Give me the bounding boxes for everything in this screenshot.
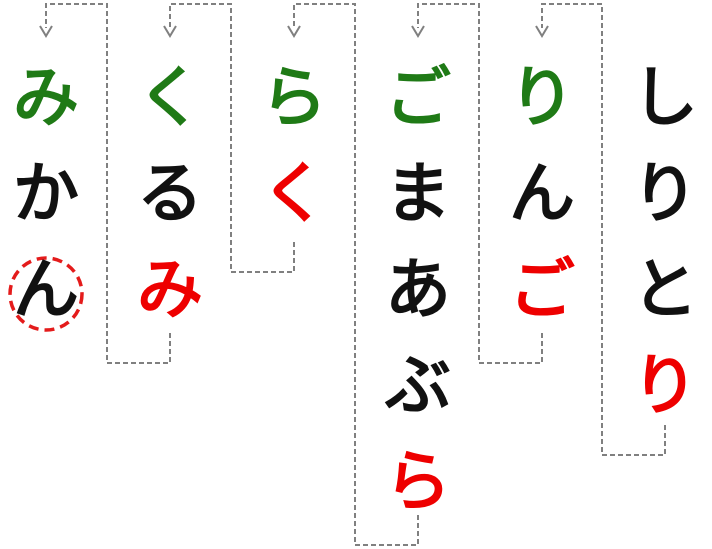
word-1-char-1: し	[632, 59, 698, 136]
word-2-char-3: ご	[509, 251, 575, 328]
word-4-char-1: ら	[261, 59, 327, 136]
word-3-char-1: ご	[385, 59, 451, 136]
word-1-char-4: り	[632, 347, 698, 424]
word-2-char-1: り	[509, 59, 575, 136]
connector-arrow-2	[411, 25, 425, 38]
word-5-char-2: る	[137, 155, 203, 232]
connector-arrow-5	[39, 25, 53, 38]
word-6-char-2: か	[13, 155, 79, 232]
word-column-4: らく	[249, 0, 339, 549]
word-1-char-3: と	[632, 251, 698, 328]
word-6-char-1: み	[13, 59, 79, 136]
word-3-char-3: あ	[385, 251, 451, 328]
word-4-char-2: く	[261, 155, 327, 232]
connector-4-to-5	[169, 3, 295, 273]
word-2-char-2: ん	[509, 155, 575, 232]
marker-group	[8, 25, 549, 332]
word-column-1: しりとり	[620, 0, 710, 549]
word-column-5: くるみ	[125, 0, 215, 549]
connector-arrow-3	[287, 25, 301, 38]
word-column-2: りんご	[497, 0, 587, 549]
connector-2-to-3	[417, 3, 543, 364]
word-3-char-4: ぶ	[385, 347, 451, 424]
word-1-char-2: り	[632, 155, 698, 232]
word-column-6: みかん	[1, 0, 91, 549]
word-5-char-1: く	[137, 59, 203, 136]
word-5-char-3: み	[137, 251, 203, 328]
connector-group	[45, 3, 666, 546]
connector-arrow-1	[535, 25, 549, 38]
connector-3-to-4	[293, 3, 419, 546]
word-3-char-2: ま	[385, 155, 451, 232]
connector-arrow-4	[163, 25, 177, 38]
final-char-circle	[8, 256, 84, 332]
word-column-3: ごまあぶら	[373, 0, 463, 549]
word-6-char-3: ん	[13, 251, 79, 328]
word-3-char-5: ら	[385, 443, 451, 520]
connector-1-to-2	[541, 3, 666, 456]
connector-5-to-6	[45, 3, 171, 364]
